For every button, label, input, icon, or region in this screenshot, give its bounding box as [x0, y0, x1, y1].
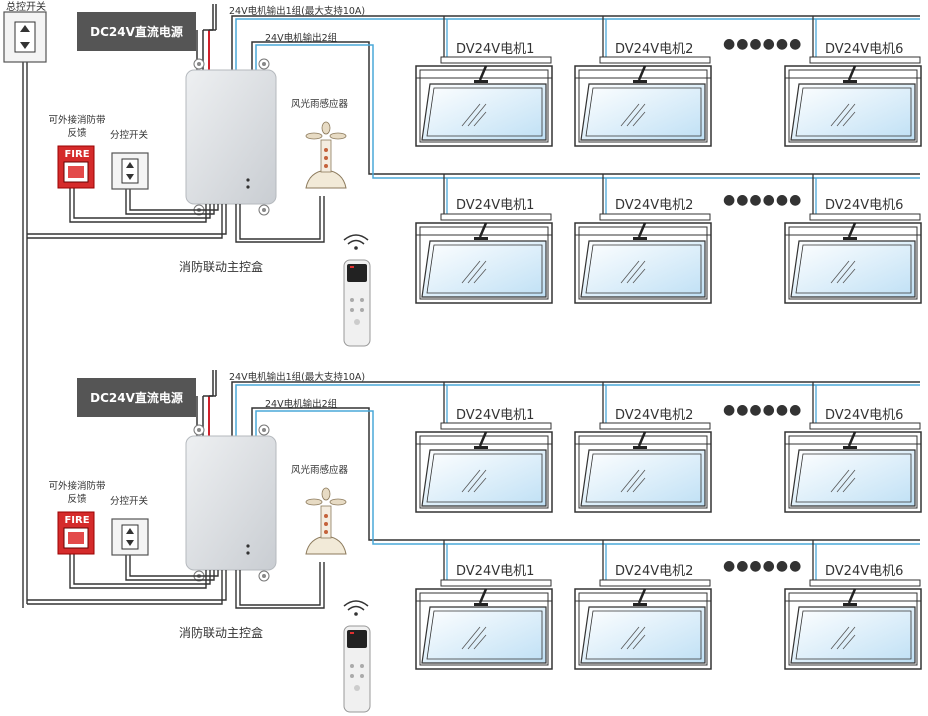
motor-label: DV24V电机1	[456, 42, 535, 57]
motor-label: DV24V电机1	[456, 564, 535, 579]
fire-label-1: 可外接消防带反馈	[48, 115, 106, 139]
sensor-label-2: 风光雨感应器	[291, 465, 349, 476]
motor-label: DV24V电机6	[825, 198, 904, 213]
output1-label-2: 24V电机输出1组(最大支持10A)	[229, 372, 366, 383]
ellipsis: ●●●●●●	[723, 558, 803, 574]
branch-switch-label-2: 分控开关	[110, 496, 149, 507]
motor-label: DV24V电机6	[825, 42, 904, 57]
motor-label: DV24V电机2	[615, 198, 694, 213]
output2-label-2: 24V电机输出2组	[265, 399, 338, 410]
motor-label: DV24V电机2	[615, 408, 694, 423]
psu-box-2: DC24V直流电源	[77, 378, 196, 417]
controller-label-1: 消防联动主控盒	[179, 260, 264, 274]
ellipsis: ●●●●●●	[723, 402, 803, 418]
ellipsis: ●●●●●●	[723, 36, 803, 52]
ellipsis: ●●●●●●	[723, 192, 803, 208]
motor-label: DV24V电机1	[456, 198, 535, 213]
fire-button-2[interactable]: FIRE	[64, 515, 90, 526]
fire-label-2: 可外接消防带反馈	[48, 481, 106, 505]
branch-switch-label-1: 分控开关	[110, 130, 149, 141]
psu-box-1: DC24V直流电源	[77, 12, 196, 51]
fire-button-1[interactable]: FIRE	[64, 149, 90, 160]
output1-label-1: 24V电机输出1组(最大支持10A)	[229, 6, 366, 17]
motor-label: DV24V电机6	[825, 564, 904, 579]
controller-label-2: 消防联动主控盒	[179, 626, 264, 640]
motor-label: DV24V电机1	[456, 408, 535, 423]
master-switch-label: 总控开关	[6, 2, 46, 13]
sensor-label-1: 风光雨感应器	[291, 99, 349, 110]
motor-label: DV24V电机2	[615, 564, 694, 579]
motor-label: DV24V电机6	[825, 408, 904, 423]
output2-label-1: 24V电机输出2组	[265, 33, 338, 44]
motor-label: DV24V电机2	[615, 42, 694, 57]
